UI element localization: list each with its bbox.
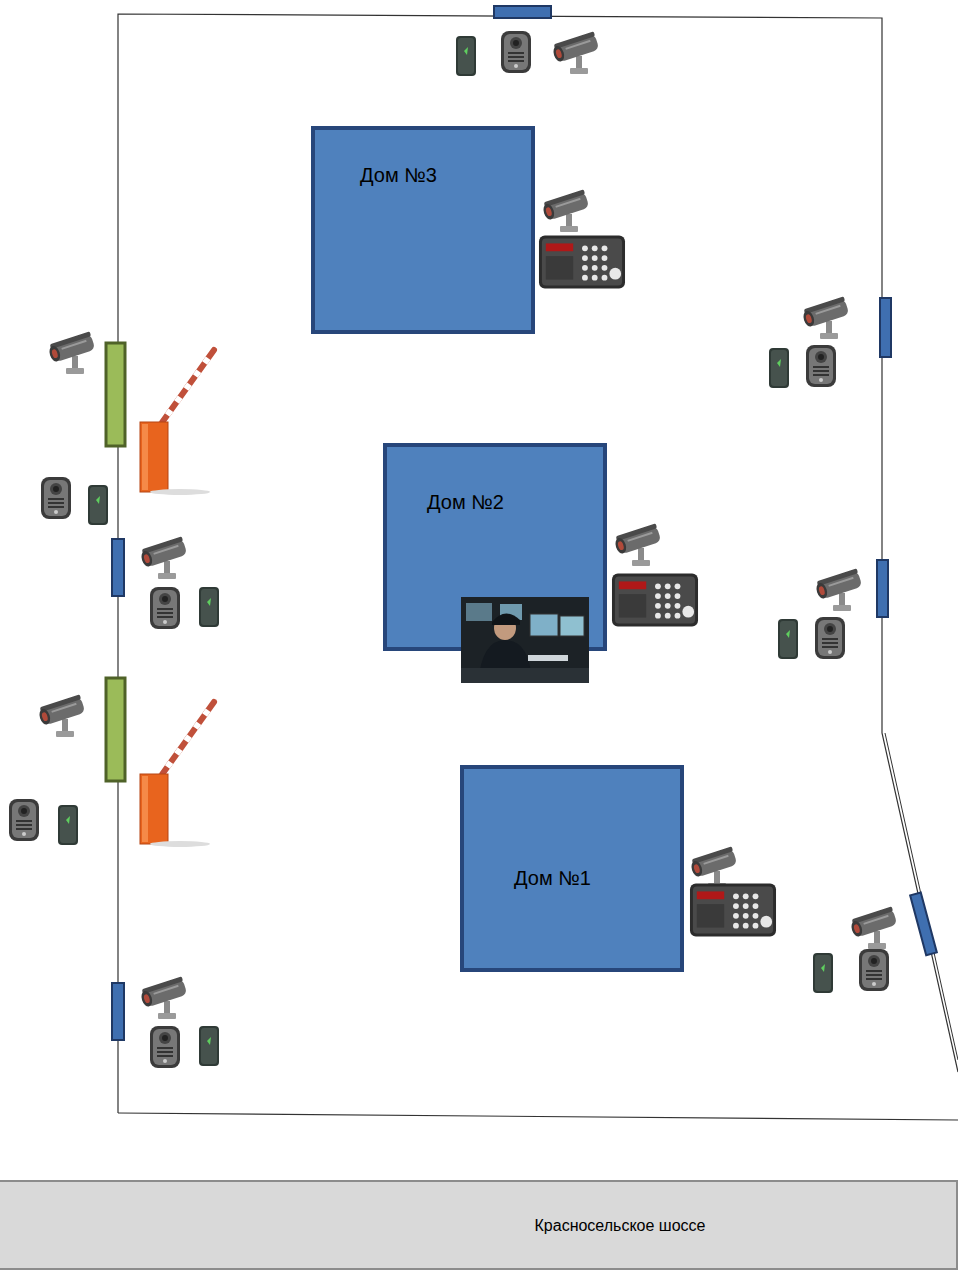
camera (37, 694, 86, 737)
house-box: Дом №1 (460, 765, 684, 972)
fence-line (885, 733, 958, 1060)
camera (139, 536, 188, 579)
card-reader (58, 805, 78, 845)
fence-line (118, 1113, 958, 1120)
camera (849, 906, 898, 949)
intercom (150, 1026, 180, 1068)
card-reader (778, 619, 798, 659)
camera (613, 523, 662, 566)
fence-line (118, 14, 958, 1113)
gate (910, 893, 937, 956)
vehicle-gate (106, 343, 125, 446)
entry-panel (539, 236, 625, 289)
gate (494, 6, 551, 18)
road-name: Красносельское шоссе (535, 1217, 706, 1235)
intercom (501, 31, 531, 73)
intercom (150, 587, 180, 629)
intercom (41, 477, 71, 519)
camera (541, 189, 590, 232)
card-reader (813, 953, 833, 993)
house-box: Дом №2 (383, 443, 607, 651)
gate (880, 298, 891, 357)
camera (139, 976, 188, 1019)
barrier (140, 350, 214, 495)
camera (47, 331, 96, 374)
card-reader (769, 348, 789, 388)
gate (877, 560, 888, 617)
house-label: Дом №1 (514, 867, 591, 890)
intercom (9, 799, 39, 841)
road-band: Красносельское шоссе (0, 1180, 958, 1270)
card-reader (199, 1026, 219, 1066)
house-label: Дом №3 (360, 164, 437, 187)
barrier (140, 702, 214, 847)
camera (551, 31, 600, 74)
entry-panel (690, 884, 776, 937)
vehicle-gate (106, 678, 125, 781)
house-label: Дом №2 (427, 491, 504, 514)
camera (801, 296, 850, 339)
card-reader (88, 485, 108, 525)
card-reader (199, 587, 219, 627)
camera (814, 568, 863, 611)
camera (689, 846, 738, 889)
card-reader (456, 36, 476, 76)
gate (112, 983, 124, 1040)
house-box: Дом №3 (311, 126, 535, 334)
intercom (859, 949, 889, 991)
entry-panel (612, 574, 698, 627)
intercom (815, 617, 845, 659)
gate (112, 539, 124, 596)
intercom (806, 345, 836, 387)
